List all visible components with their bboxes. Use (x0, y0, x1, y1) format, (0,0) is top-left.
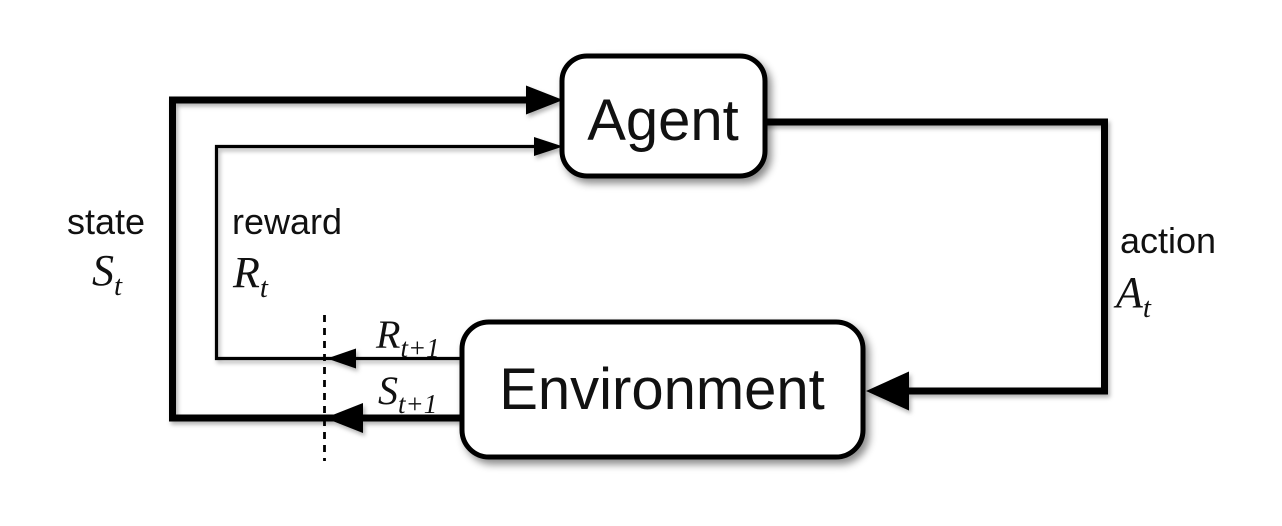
reward-label: reward (232, 201, 342, 242)
next-state-arrowhead (325, 403, 363, 433)
action-label: action (1120, 220, 1216, 261)
state-into-agent-arrowhead (526, 85, 563, 115)
action-symbol: At (1113, 268, 1152, 324)
node-boxes (459, 53, 866, 460)
reward-symbol: Rt (232, 248, 269, 304)
environment-node-box (459, 319, 866, 460)
agent-node-box (559, 53, 768, 179)
reward-into-agent-arrowhead (534, 137, 563, 156)
state-symbol: St (92, 246, 123, 302)
next-reward-symbol: Rt+1 (375, 312, 440, 363)
action-into-environment-arrowhead (866, 371, 909, 411)
state-loop-line (169, 96, 550, 422)
agent-node-label: Agent (587, 88, 739, 153)
next-state-symbol: St+1 (378, 368, 437, 419)
action-loop-line (763, 118, 1108, 395)
loop-lines (169, 85, 1108, 433)
next-reward-arrowhead (327, 348, 356, 369)
state-label: state (67, 201, 145, 242)
environment-node-label: Environment (499, 357, 825, 422)
